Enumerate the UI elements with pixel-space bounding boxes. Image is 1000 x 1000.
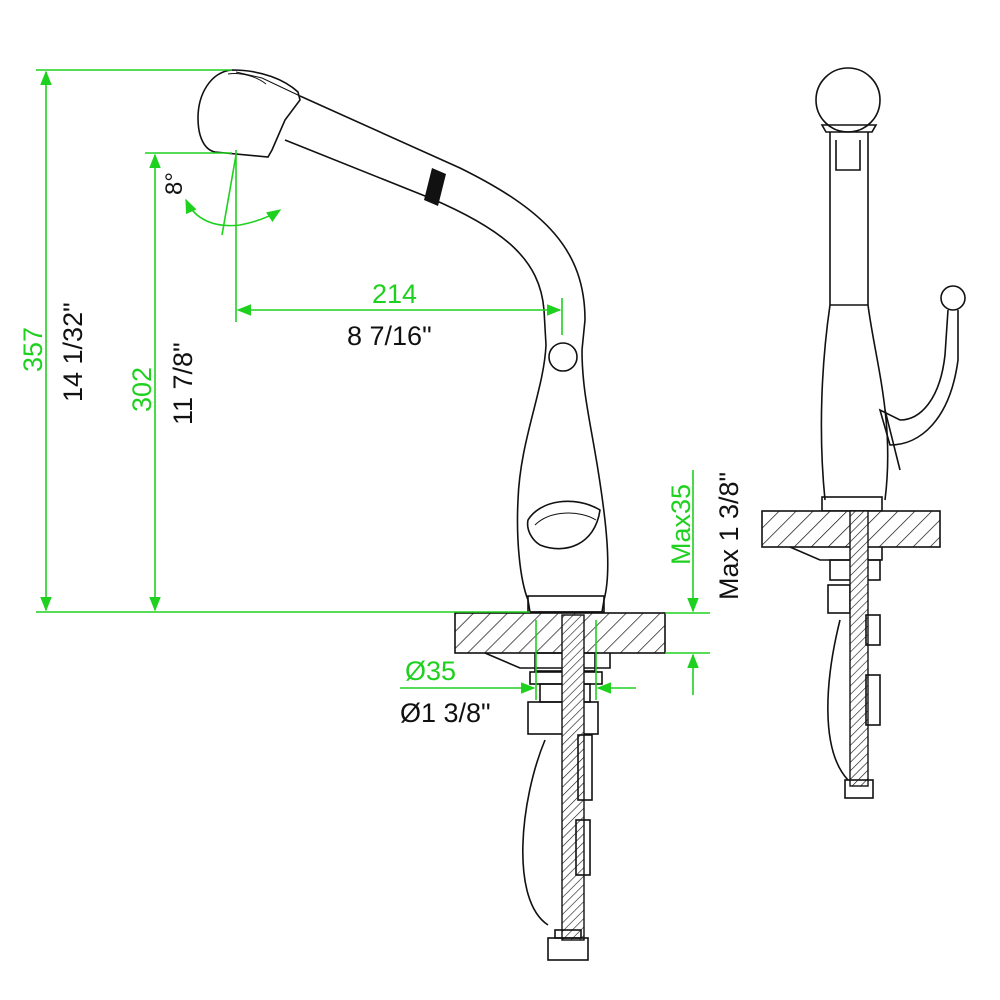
- hose-fitting: [547, 937, 589, 961]
- label-reach-imperial: 8 7/16": [347, 321, 432, 351]
- label-max-deck-metric: Max35: [666, 484, 696, 565]
- label-total-height-metric: 357: [18, 327, 48, 372]
- faucet-body: [516, 344, 609, 613]
- label-reach-metric: 214: [372, 279, 417, 309]
- label-spout-height-metric: 302: [127, 367, 157, 412]
- lever-knob: [548, 342, 578, 372]
- countertop-section: [454, 612, 666, 654]
- label-swivel-angle: 8°: [161, 172, 188, 195]
- label-mount-hole-metric: Ø35: [405, 656, 456, 686]
- front-lever-knob: [940, 285, 966, 311]
- supply-hose: [561, 614, 585, 941]
- label-spout-height-imperial: 11 7/8": [168, 342, 198, 425]
- dimension-lines: [36, 69, 710, 700]
- front-spray-head: [815, 67, 881, 133]
- spray-head: [197, 69, 301, 158]
- label-mount-hole-imperial: Ø1 3/8": [400, 698, 491, 728]
- front-supply-hose: [849, 510, 869, 787]
- spout-pipe: [299, 95, 586, 351]
- label-total-height-imperial: 14 1/32": [58, 302, 88, 402]
- front-view-faucet: [761, 67, 966, 799]
- spout-joint: [424, 168, 446, 206]
- dimension-labels: 357 14 1/32" 302 11 7/8" 214 8 7/16" Ø35…: [18, 172, 744, 728]
- label-max-deck-imperial: Max 1 3/8": [714, 472, 744, 600]
- dim-arc-swivel: [185, 198, 282, 227]
- side-view-faucet: [197, 69, 666, 961]
